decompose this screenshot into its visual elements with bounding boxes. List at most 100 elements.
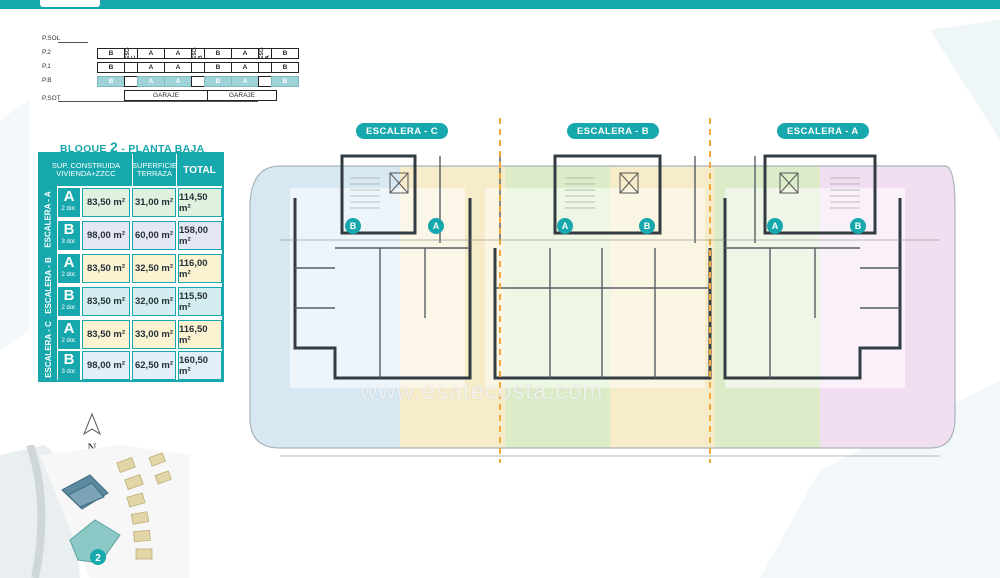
building-section: P.SOL P.2 P.1 P.B P.SOT B ESC-C A A ESC-… (38, 34, 299, 106)
unit-badge (557, 218, 573, 234)
stair-cell (191, 76, 205, 87)
section-row-p1: B A A B A B (97, 62, 299, 73)
terraza-value: 60,00 m² (132, 221, 176, 250)
sup-value: 83,50 m² (82, 188, 130, 217)
escalera-c-band: ESCALERA - C (40, 318, 57, 380)
unit-cell: B (97, 76, 125, 87)
unit-cell: B (271, 48, 299, 59)
escalera-b-band: ESCALERA - B (40, 252, 57, 318)
total-value: 116,00 m² (178, 254, 222, 283)
garage-cell: GARAJE (124, 90, 208, 101)
section-row-garage: GARAJE GARAJE (98, 90, 277, 101)
unit-cell: B (97, 62, 125, 73)
total-value: 160,50 m² (178, 351, 222, 380)
unit-badge-label: B (350, 221, 357, 231)
unit-cell: B (271, 76, 299, 87)
section-line (58, 101, 258, 102)
escalera-c-label: ESCALERA - C (356, 123, 449, 139)
sup-value: 83,50 m² (82, 287, 130, 316)
unit-cell: A (137, 76, 165, 87)
stair-cell (124, 62, 138, 73)
brand-tab (40, 0, 100, 7)
header-sup-line2: VIVIENDA+ZZCC (56, 169, 116, 178)
building-1-shape (61, 474, 109, 510)
unit-badge (345, 218, 361, 234)
sup-value: 98,00 m² (82, 221, 130, 250)
terraza-value: 32,50 m² (132, 254, 176, 283)
floor-label: P.SOT (42, 95, 61, 102)
unit-cell: A (231, 62, 259, 73)
header-total: TOTAL (176, 154, 222, 186)
floor-label: P.B (42, 77, 52, 84)
terraza-value: 62,50 m² (132, 351, 176, 380)
header-sup-line1: SUP. CONSTRUIDA (51, 160, 121, 170)
unit-badge (428, 218, 444, 234)
unit-cell: B (271, 62, 299, 73)
unit-badge-label: A (433, 221, 440, 231)
unit-badge-label: B (855, 221, 862, 231)
unit-badge (639, 218, 655, 234)
unit-badge-label: A (772, 221, 779, 231)
unit-badges (345, 218, 866, 234)
header-terraza-line2: TERRAZA (137, 169, 173, 178)
unit-cell: B (204, 48, 232, 59)
stair-cell: ESC-B (191, 47, 205, 60)
top-bar (0, 0, 1000, 9)
escalera-b-label: ESCALERA - B (567, 123, 660, 139)
terraza-value: 33,00 m² (132, 320, 176, 349)
building-2-shape (69, 519, 121, 564)
north-compass-icon: N (82, 412, 102, 455)
map-badge-label: 2 (95, 553, 101, 564)
garage-spacer (97, 90, 125, 101)
stair-cell: ESC-C (124, 47, 138, 60)
total-value: 114,50 m² (178, 188, 222, 217)
unit-badge-label: B (644, 221, 651, 231)
floor-plan: B A A B A B (249, 118, 956, 463)
stair-cell (258, 76, 272, 87)
stair-cell: ESC-A (258, 47, 272, 60)
total-value: 116,50 m² (178, 320, 222, 349)
sup-value: 83,50 m² (82, 320, 130, 349)
floor-label: P.1 (42, 63, 51, 70)
watermark: www.esatecosta.com (360, 378, 604, 405)
floor-label: P.SOL (42, 35, 61, 42)
stair-cell (124, 76, 138, 87)
total-value: 158,00 m² (178, 221, 222, 250)
building-2-badge (90, 549, 106, 565)
terraza-value: 32,00 m² (132, 287, 176, 316)
compass-label: N (87, 440, 97, 455)
sup-value: 83,50 m² (82, 254, 130, 283)
floor-label: P.2 (42, 49, 51, 56)
unit-cell: A (231, 48, 259, 59)
unit-cell: A (137, 48, 165, 59)
terraza-value: 31,00 m² (132, 188, 176, 217)
stair-cell (191, 62, 205, 73)
location-map: 2 (0, 445, 190, 578)
stair-cell (258, 62, 272, 73)
unit-cell: A (164, 76, 192, 87)
unit-cell: B (97, 48, 125, 59)
unit-badge (850, 218, 866, 234)
unit-cell: A (137, 62, 165, 73)
unit-cell: A (164, 48, 192, 59)
section-row-pb: B A A B A B (97, 76, 299, 87)
unit-badge-label: A (562, 221, 569, 231)
neighbor-houses (116, 452, 172, 560)
section-row-p2: B ESC-C A A ESC-B B A ESC-A B (97, 47, 299, 60)
sup-value: 98,00 m² (82, 351, 130, 380)
garage-cell: GARAJE (207, 90, 277, 101)
escalera-a-label: ESCALERA - A (777, 123, 869, 139)
